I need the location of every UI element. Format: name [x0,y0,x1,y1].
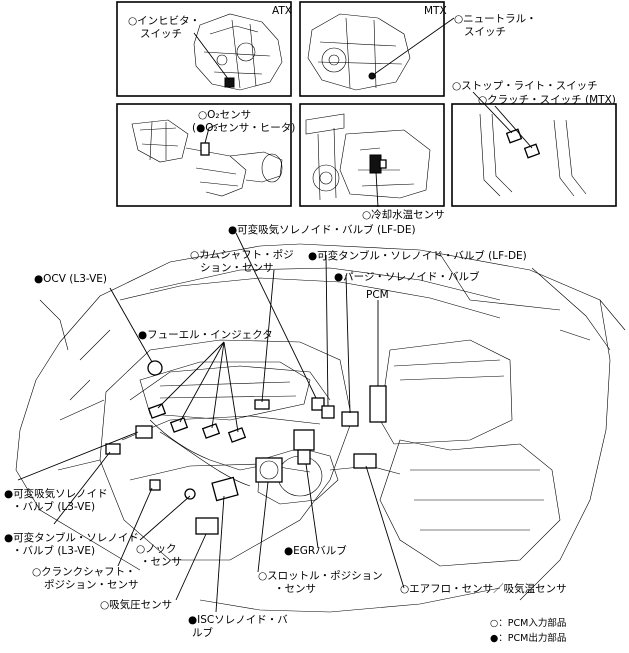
mtx-tag: MTX [424,5,447,17]
legend: ○：PCM入力部品 ●：PCM出力部品 [490,617,566,644]
throttle-pos-label-2: ・センサ [274,583,316,595]
fuel-injector-label: ●フューエル・インジェクタ [138,329,273,341]
throttle-body-part [255,457,283,483]
ocv-part [147,360,163,376]
atx-tag: ATX [272,5,292,17]
purge-solenoid-label: ●パージ・ソレノイド・バルブ [334,270,480,283]
engine-components [105,360,387,535]
variable-tumble-lfde-label: ●可変タンブル・ソレノイド・バルブ (LF-DE) [308,249,527,262]
knock-sensor-part [184,488,196,500]
crankshaft-sensor-part [149,479,161,491]
airflow-sensor-label: ○エアフロ・センサ／吸気温センサ [400,582,567,595]
o2-heater-label: (●O₂センサ・ヒータ) [192,122,295,134]
neutral-switch-label-2: スイッチ [464,26,506,38]
throttle-pos-label: ○スロットル・ポジション [258,570,383,582]
neutral-switch-label: ○ニュートラル・ [454,13,537,25]
variable-intake-l3ve-label-2: ・バルブ (L3-VE) [12,500,95,513]
pedal-switch-panel [451,91,617,207]
egr-valve-label: ●EGRバルブ [284,544,347,557]
inhibitor-switch-part [224,77,235,88]
variable-intake-l3ve-part [135,425,153,439]
isc-valve-part [211,476,239,502]
variable-tumble-l3ve-label: ●可変タンブル・ソレノイド [4,531,139,544]
knock-sensor-label: ○ノック [136,543,176,555]
inhibitor-switch-label-2: スイッチ [140,28,182,40]
o2-sensor-panel: ○O₂センサ (●O₂センサ・ヒータ) [116,103,295,207]
fuel-injector-parts [147,403,247,443]
camshaft-pos-label-2: ション・センサ [200,262,274,274]
stop-light-switch-label: ○ストップ・ライト・スイッチ [452,80,598,92]
map-sensor-label: ○吸気圧センサ [100,598,172,611]
engine-bay-sketch [15,243,626,613]
variable-tumble-l3ve-part [105,443,121,455]
variable-tumble-l3ve-label-2: ・バルブ (L3-VE) [12,544,95,557]
variable-intake-lfde-part [311,397,325,411]
atx-panel: ATX ○インヒビタ・ スイッチ [116,1,292,97]
coolant-panel [299,103,445,208]
o2-sensor-label: ○O₂センサ [198,109,251,121]
o2-sensor-part [200,142,210,156]
leader-lines [17,232,405,613]
pcm-part [369,385,387,423]
clutch-switch-label: ○クラッチ・スイッチ (MTX) [478,94,616,106]
map-sensor-part [195,517,219,535]
purge-solenoid-part [341,411,359,427]
component-labels: ●可変吸気ソレノイド・バルブ (LF-DE) ○カムシャフト・ポジ ション・セン… [4,223,567,639]
legend-input: ○：PCM入力部品 [490,617,566,629]
airflow-sensor-part [353,453,377,469]
variable-tumble-lfde-part [321,405,335,419]
variable-intake-l3ve-label: ●可変吸気ソレノイド [4,487,108,500]
ocv-label: ●OCV (L3-VE) [34,273,107,285]
knock-sensor-label-2: ・センサ [140,556,182,568]
egr-valve-part [293,429,315,451]
isc-valve-label: ●ISCソレノイド・バ [188,614,288,626]
legend-output: ●：PCM出力部品 [490,632,566,644]
inhibitor-switch-label: ○インヒビタ・ [128,15,200,27]
coolant-temp-label: ○冷却水温センサ [362,208,445,221]
crankshaft-pos-label-2: ポジション・センサ [44,579,139,591]
pcm-label: PCM [366,289,389,301]
camshaft-pos-label: ○カムシャフト・ポジ [190,249,294,261]
isc-valve-label-2: ルブ [192,626,213,639]
mtx-panel: MTX [299,1,455,97]
crankshaft-pos-label: ○クランクシャフト・ [32,566,136,578]
variable-intake-lfde-label: ●可変吸気ソレノイド・バルブ (LF-DE) [228,223,416,236]
